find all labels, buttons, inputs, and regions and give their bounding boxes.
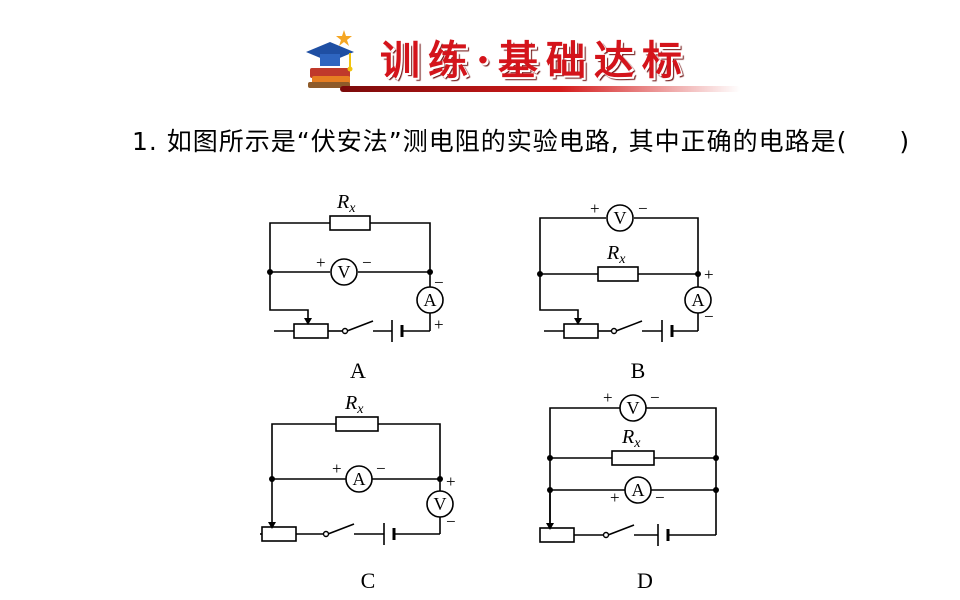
voltmeter-d-label: V [627,398,640,418]
option-label-d: D [637,568,653,593]
svg-text:−: − [446,512,456,531]
svg-text:−: − [638,199,648,218]
circuit-c [260,423,441,535]
svg-text:−: − [655,488,665,507]
svg-text:+: + [704,265,714,284]
resistor-rx-a [329,215,371,231]
ammeter-a [416,286,444,314]
rx-label-d: Rx [621,426,641,451]
banner-title: 训练·基础达标 [380,37,690,84]
svg-text:−: − [704,307,714,326]
ammeter-c [345,465,373,493]
rx-label-a: Rx [336,191,356,216]
svg-text:−: − [362,253,372,272]
banner-underline [340,86,740,92]
ammeter-d [624,476,652,504]
rheostat-a [293,323,329,339]
resistor-rx-b [597,266,639,282]
voltmeter-c [426,490,454,518]
ammeter-a-label: A [424,290,437,310]
voltmeter-d [619,394,647,422]
rx-label-b: Rx [606,242,626,267]
voltmeter-c-label: V [434,494,447,514]
option-label-b: B [631,358,646,383]
voltmeter-b [606,204,634,232]
svg-text:+: + [434,315,444,334]
option-label-c: C [361,568,376,593]
voltmeter-b-label: V [614,208,627,228]
question-text: 1. 如图所示是“伏安法”测电阻的实验电路, 其中正确的电路是( ) [132,127,911,156]
ammeter-d-label: A [632,480,645,500]
voltmeter-a-label: V [338,262,351,282]
rx-label-c: Rx [344,392,364,417]
svg-text:−: − [434,273,444,292]
svg-text:+: + [610,488,620,507]
voltmeter-a [330,258,358,286]
svg-text:+: + [603,388,613,407]
svg-text:+: + [332,459,342,478]
svg-text:−: − [650,388,660,407]
resistor-rx-c [335,416,379,432]
svg-text:+: + [446,472,456,491]
ammeter-c-label: A [353,469,366,489]
section-banner: 训练·基础达标 [300,22,740,96]
option-label-a: A [350,358,366,383]
ammeter-b-label: A [692,290,705,310]
svg-text:−: − [376,459,386,478]
circuit-b [539,217,699,332]
svg-text:+: + [316,253,326,272]
resistor-rx-d [611,450,655,466]
graduation-cap-book-icon [306,30,354,88]
rheostat-b [563,323,599,339]
rheostat-c [261,526,297,542]
ammeter-b [684,286,712,314]
svg-text:+: + [590,199,600,218]
rheostat-d [539,527,575,543]
